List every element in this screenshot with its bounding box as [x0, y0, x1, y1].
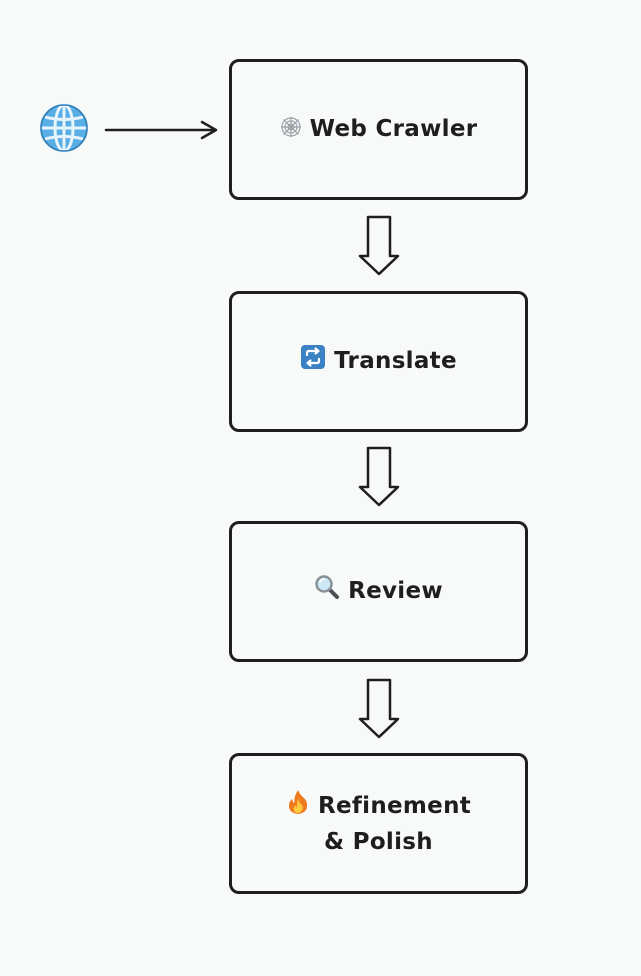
step-web-crawler: Web Crawler [229, 59, 528, 200]
step-label-line-2: & Polish [324, 828, 433, 855]
step-translate: Translate [229, 291, 528, 432]
flow-arrow-1 [358, 215, 400, 276]
step-label: Review [348, 577, 443, 604]
magnifying-glass-icon [314, 574, 340, 610]
step-label-line-1: Refinement [317, 792, 472, 819]
step-label: Translate [334, 347, 457, 374]
fire-icon [286, 789, 310, 825]
repeat-arrows-icon [300, 344, 326, 380]
globe-icon [39, 103, 89, 157]
step-label: Web Crawler [309, 115, 478, 142]
flow-arrow-3 [358, 678, 400, 739]
step-refinement-polish: Refinement & Polish [229, 753, 528, 894]
input-arrow [104, 120, 218, 140]
flow-arrow-2 [358, 446, 400, 507]
spider-web-icon [280, 114, 302, 148]
step-review: Review [229, 521, 528, 662]
